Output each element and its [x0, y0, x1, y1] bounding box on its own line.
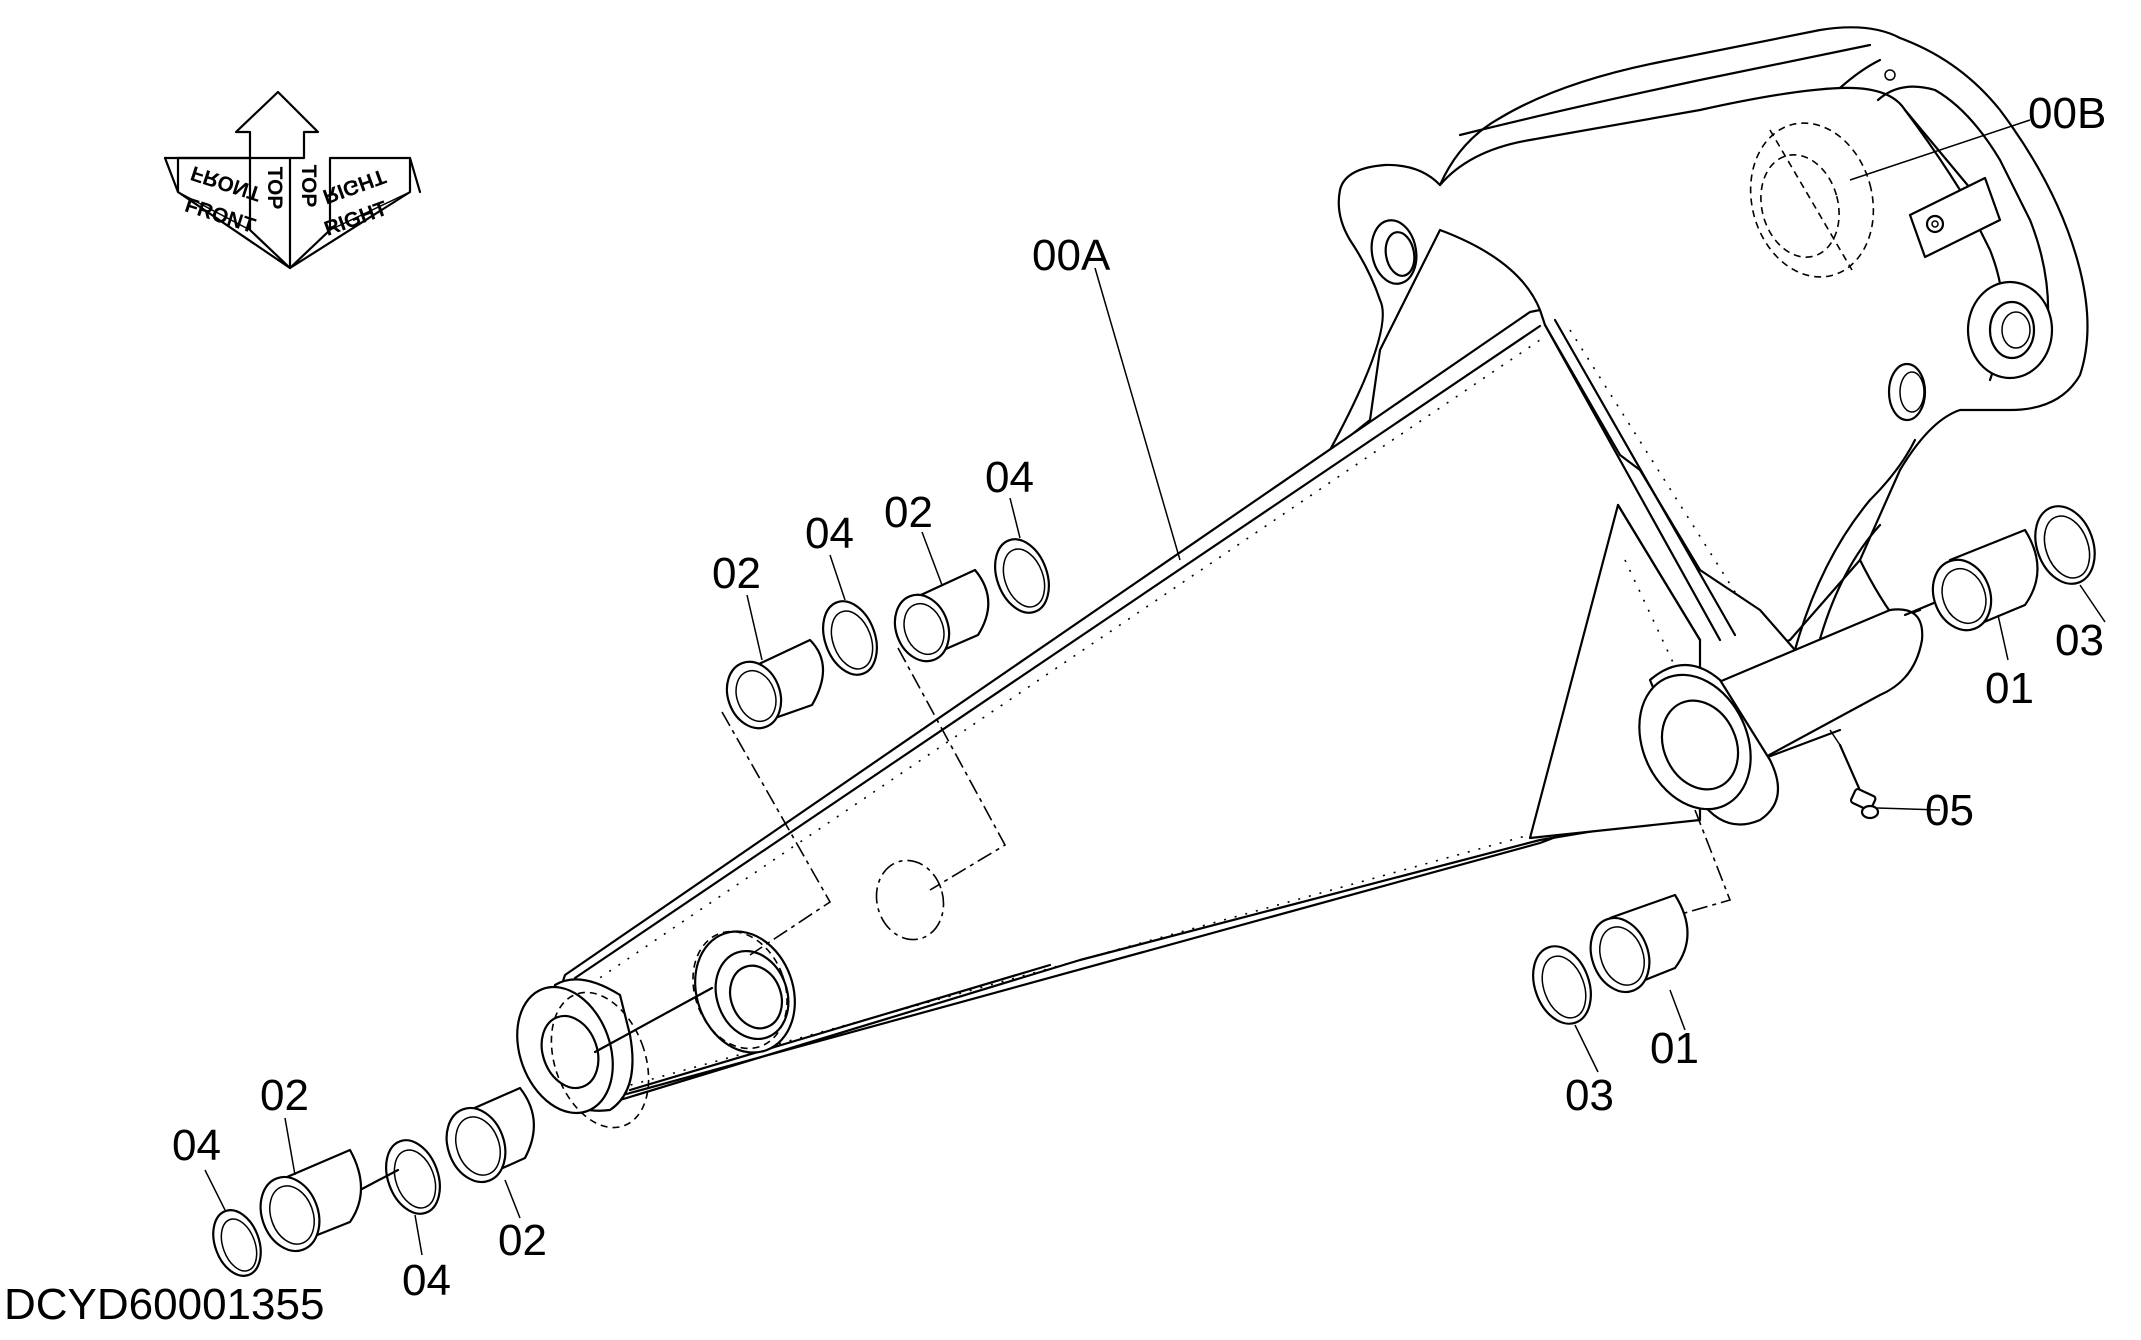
label-02-upper-b: 02	[884, 488, 933, 537]
shim-04-lower-mid	[385, 1139, 441, 1215]
label-03-lower: 03	[1565, 1071, 1614, 1120]
label-04-lower-mid: 04	[402, 1256, 451, 1305]
shim-04-lower-left	[212, 1209, 262, 1277]
label-02-lower-left: 02	[260, 1071, 309, 1120]
shim-04-upper-a	[822, 600, 878, 676]
label-00b: 00B	[2028, 89, 2106, 138]
label-04-upper-b: 04	[985, 453, 1034, 502]
label-05: 05	[1925, 786, 1974, 835]
shim-03-right	[2034, 505, 2096, 585]
label-03-right: 03	[2055, 616, 2104, 665]
label-04-lower-left: 04	[172, 1121, 221, 1170]
drawing-code: DCYD60001355	[4, 1280, 325, 1329]
label-04-upper-a: 04	[805, 509, 854, 558]
label-00a: 00A	[1032, 231, 1111, 280]
shim-03-lower	[1532, 945, 1592, 1025]
arm-body	[516, 26, 2089, 1129]
bushing-02-lower-mid	[445, 1086, 535, 1184]
orientation-label-top-mirrored: TOP	[297, 165, 320, 208]
label-02-upper-a: 02	[712, 549, 761, 598]
grease-fitting	[1838, 743, 1880, 820]
bushing-01-lower	[1589, 893, 1689, 994]
bushing-02-upper-a	[725, 638, 825, 730]
leader-lines	[204, 119, 2106, 1256]
bushing-01-right	[1931, 528, 2039, 632]
orientation-label-top: TOP	[263, 167, 286, 210]
label-01-lower: 01	[1650, 1024, 1699, 1073]
label-01-right: 01	[1985, 664, 2034, 713]
orientation-arrow-icon: FRONT FRONT TOP TOP RIGHT RIGHT	[163, 90, 422, 270]
bushing-02-upper-b	[893, 568, 990, 663]
shim-04-upper-b	[994, 538, 1050, 614]
label-02-lower-mid: 02	[498, 1216, 547, 1265]
bushing-02-lower-left	[259, 1148, 362, 1253]
